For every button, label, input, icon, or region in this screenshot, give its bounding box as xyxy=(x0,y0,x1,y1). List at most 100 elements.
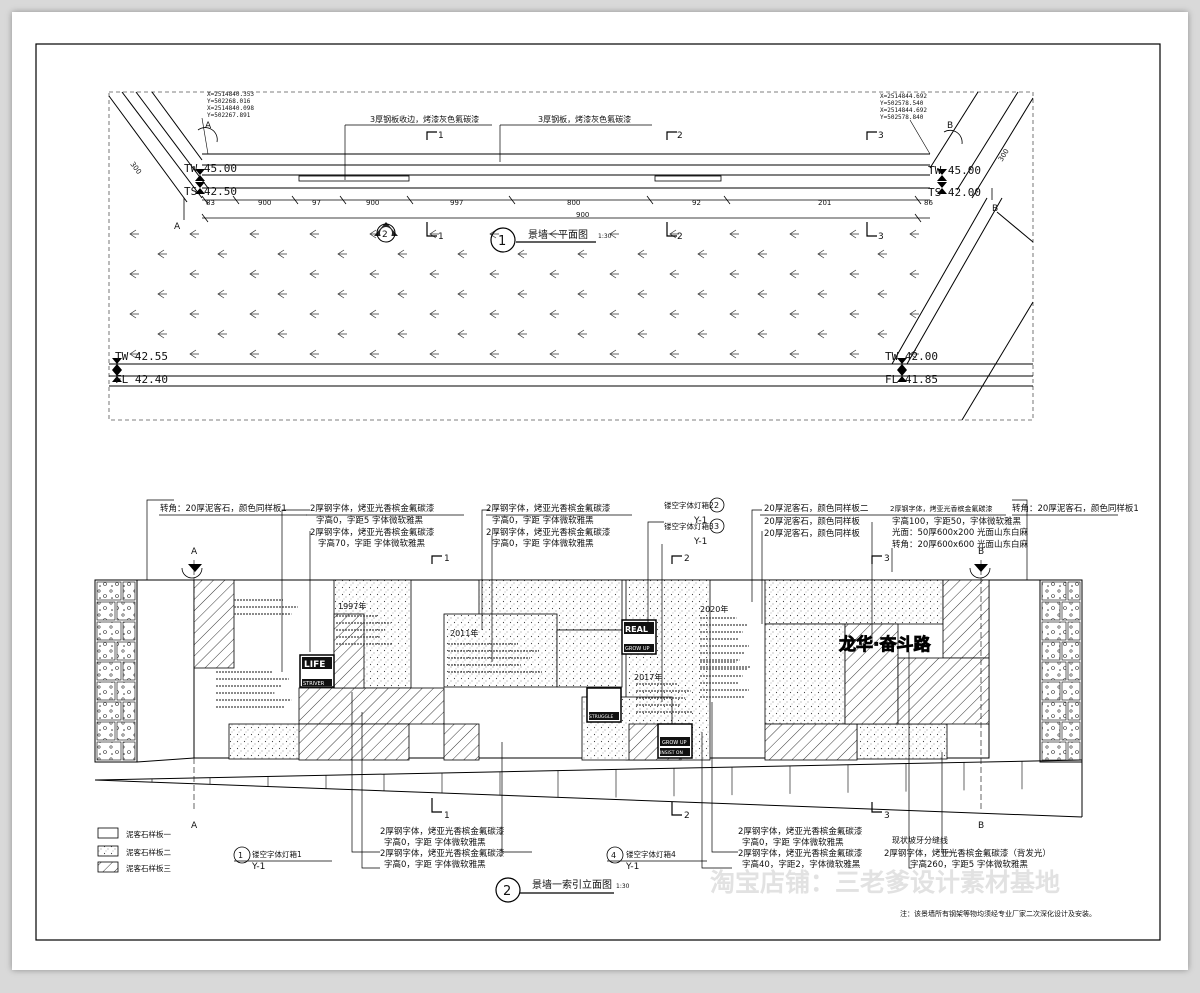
ground-hatch-mark xyxy=(817,289,827,299)
plan-note: 3厚钢板，烤漆灰色氟碳漆 xyxy=(538,114,631,124)
ground-hatch-mark xyxy=(909,229,919,239)
coord-text: X=2514844.692 xyxy=(880,107,927,114)
material-label: 20厚泥客石，颜色同样板二 xyxy=(764,503,869,514)
ground-hatch-mark xyxy=(729,229,739,239)
section-mark: 1 xyxy=(438,131,444,141)
material-label: 20厚泥客石，颜色同样板 xyxy=(764,516,860,527)
elevation-view: LIFE STRIVER REAL GROW UP STRUGGLE INSIS… xyxy=(94,497,1139,918)
ground-hatch-mark xyxy=(457,289,467,299)
plan-scale: 1:30 xyxy=(598,233,612,240)
sign-text: GROW UP xyxy=(625,646,650,652)
lamp-callout-ref: Y-1 xyxy=(693,537,707,547)
coord-text: X=2514844.692 xyxy=(880,93,927,100)
material-label: 光面：50厚600x200 光面山东白麻 xyxy=(892,527,1028,538)
elevation-marker-icon xyxy=(937,188,947,194)
sign-text: LIFE xyxy=(304,660,325,670)
ground-hatch-mark xyxy=(669,309,679,319)
ground-hatch-mark xyxy=(609,349,619,359)
stone-block xyxy=(1061,601,1081,621)
side-dim: 300 xyxy=(997,147,1011,163)
ground-hatch-mark xyxy=(369,309,379,319)
coord-text: Y=502578.540 xyxy=(880,100,924,107)
dim-text: 900 xyxy=(258,199,271,207)
ground-hatch-mark xyxy=(849,309,859,319)
stone-block xyxy=(122,661,136,681)
ground-hatch-mark xyxy=(817,249,827,259)
material-label: 字高0，字距 字体微软雅黑 xyxy=(492,538,594,549)
lamp-callout-name: 镂空字体灯箱2 xyxy=(664,500,714,510)
section-mark: 3 xyxy=(884,554,890,564)
lamp-callout-name: 镂空字体灯箱1 xyxy=(252,849,302,859)
ground-hatch-mark xyxy=(129,349,139,359)
plan-boundary xyxy=(108,91,1034,421)
ground-hatch-mark xyxy=(549,269,559,279)
stone-block xyxy=(1067,661,1081,681)
ground-hatch-mark xyxy=(577,249,587,259)
ground-hatch-mark xyxy=(369,349,379,359)
ground-hatch-mark xyxy=(757,249,767,259)
elevation-marker-icon xyxy=(897,364,907,370)
stone-block xyxy=(96,701,122,721)
ground-hatch-mark xyxy=(817,329,827,339)
material-label: 字高0，字距 字体微软雅黑 xyxy=(742,837,844,848)
lamp-callout-no: 2 xyxy=(714,501,719,510)
ground-hatch-mark xyxy=(729,349,739,359)
lamp-callout-circle xyxy=(709,497,725,513)
elevation-marker-icon xyxy=(195,182,205,188)
ground-hatch-mark xyxy=(789,229,799,239)
ground-hatch-mark xyxy=(489,349,499,359)
ground-hatch-mark xyxy=(189,309,199,319)
section-letter: A xyxy=(205,121,212,131)
ground-hatch-mark xyxy=(669,349,679,359)
stone-block xyxy=(1061,721,1081,741)
stone-block xyxy=(122,621,136,641)
dim-text: 86 xyxy=(924,199,933,207)
elevation-marker-icon xyxy=(937,175,947,181)
ground-hatch-mark xyxy=(189,269,199,279)
ground-hatch-mark xyxy=(277,289,287,299)
material-label: 字高100，字距50，字体微软雅黑 xyxy=(892,516,1022,527)
material-label: 2厚钢字体，烤亚光香槟金氟碳漆 xyxy=(310,527,435,538)
ground-hatch-mark xyxy=(577,289,587,299)
drawing-border xyxy=(35,43,1161,941)
material-label: 2厚钢字体，烤亚光香槟金氟碳漆 xyxy=(738,848,863,859)
lamp-callout-no: 3 xyxy=(714,522,719,531)
small-text-blocks xyxy=(216,599,751,713)
dim-text: 900 xyxy=(576,211,589,219)
panel-stone-3 xyxy=(897,657,990,725)
sign-text: STRUGGLE xyxy=(589,714,614,720)
ground-hatch-mark xyxy=(517,249,527,259)
ground-hatch-mark xyxy=(757,289,767,299)
stone-block xyxy=(116,601,136,621)
ground-hatch-mark xyxy=(637,289,647,299)
lamp-callout-ref: Y-1 xyxy=(693,516,707,526)
ground-hatch-mark xyxy=(517,329,527,339)
ground-hatch-mark xyxy=(609,229,619,239)
material-label: 2厚钢字体，烤亚光香槟金氟碳漆 xyxy=(486,503,611,514)
stone-block xyxy=(1041,721,1061,741)
elevation-label: TS 42.50 xyxy=(184,185,237,198)
ground-hatch-mark xyxy=(849,229,859,239)
elevation-marker-icon xyxy=(897,376,907,382)
stone-block xyxy=(96,741,122,761)
lamp-callout-name: 镂空字体灯箱4 xyxy=(626,849,676,859)
big-title-text: 龙华·奋斗路 xyxy=(838,634,931,655)
ground-hatch-mark xyxy=(849,269,859,279)
plan-detail-no: 1 xyxy=(498,234,506,249)
ground-hatch-mark xyxy=(129,309,139,319)
lamp-callout-circle xyxy=(606,846,624,864)
ground-hatch-mark xyxy=(217,329,227,339)
elevation-title: 景墙一索引立面图 xyxy=(532,878,612,891)
elevation-label: TW 42.55 xyxy=(115,350,168,363)
diagonal-wall-left xyxy=(108,91,209,203)
ground-hatch-mark xyxy=(397,249,407,259)
footer-note: 注：该景墙所有钢架等物均须经专业厂家二次深化设计及安装。 xyxy=(900,909,1096,918)
section-letter: B xyxy=(992,204,998,214)
plan-title: 景墙一平面图 xyxy=(528,228,588,241)
stone-block xyxy=(1041,581,1067,601)
material-label: 2厚钢字体，烤亚光香槟金氟碳漆 xyxy=(486,527,611,538)
ground-hatch-mark xyxy=(369,269,379,279)
ground-hatch-mark xyxy=(189,229,199,239)
stone-block xyxy=(96,681,116,701)
ground-hatch-mark xyxy=(789,269,799,279)
